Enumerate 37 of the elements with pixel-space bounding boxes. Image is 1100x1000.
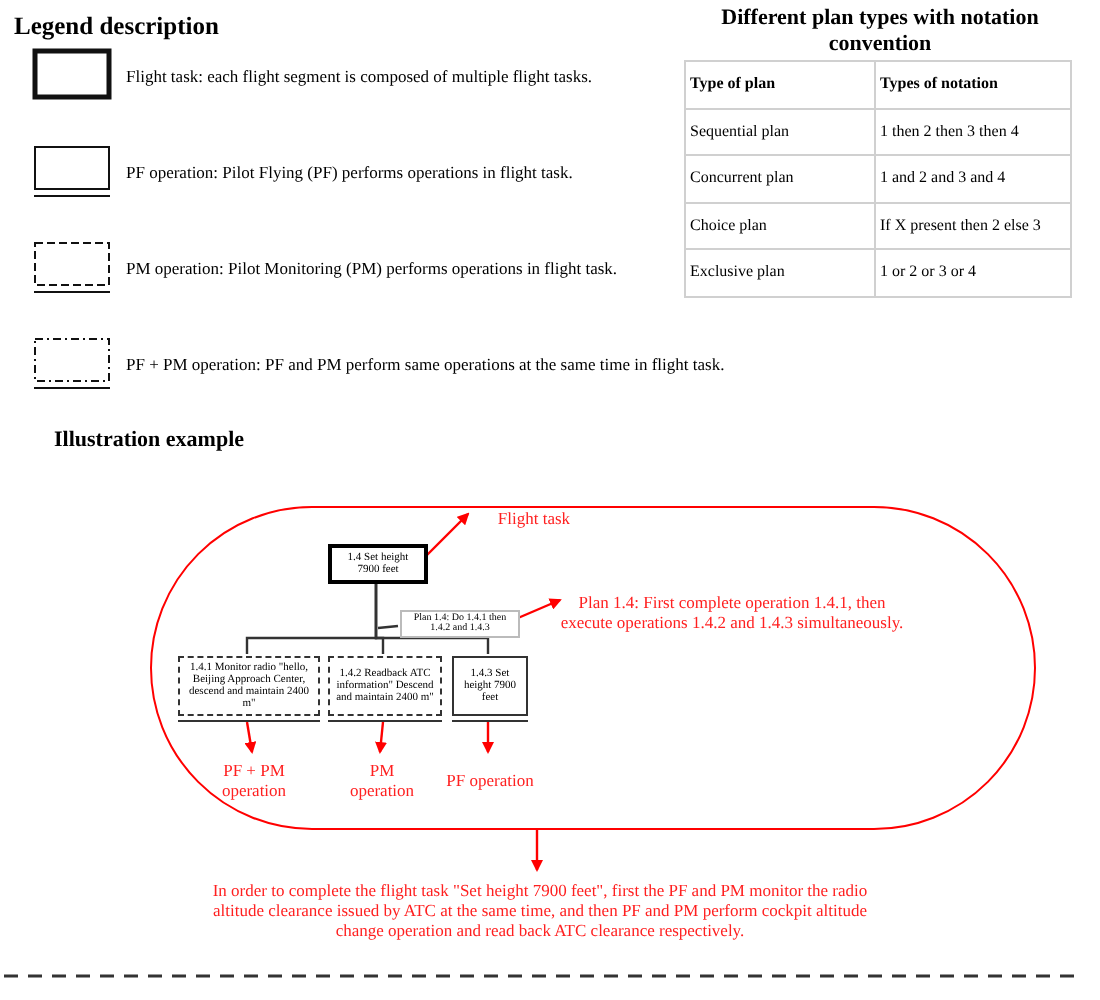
header-cell: Types of notation [875,61,1071,108]
annotation-text: PF operation [446,769,534,791]
table-cell: Sequential plan [685,108,875,155]
arrow [482,722,494,754]
operation-box [178,656,320,722]
table-cell: If X present then 2 else 3 [875,202,1071,249]
operation-box [452,656,528,722]
annotation-text: Flight task [497,507,571,529]
table-cell: Choice plan [685,202,875,249]
legend-text: PF + PM operation: PF and PM perform same operations at the same time in flight task. [126,351,725,377]
annotation-text: PF + PM operation [219,759,289,801]
header-cell: Type of plan [685,61,875,108]
annotation-text: PM operation [347,759,417,801]
connector-line [374,582,490,654]
arrow [244,721,257,754]
table-cell: Exclusive plan [685,249,875,296]
table-cell: 1 then 2 then 3 then 4 [875,108,1071,155]
arrow [425,512,470,557]
table-cell: 1 and 2 and 3 and 4 [875,155,1071,202]
rounded-region [150,506,1036,830]
annotation-text: Plan 1.4: First complete operation 1.4.1, then execute operations 1.4.2 and 1.4.3 simultaneously. [558,591,906,633]
plan-box [400,610,520,638]
annotation-text: In order to complete the flight task "Set height 7900 feet", first the PF and PM monitor the radio altitude clearance issued by ATC at the same time, and then PF and PM perform cockpit altitude change operation and read back ATC clearance respectively. [210,879,870,941]
arrow [375,721,387,754]
connector-line [377,624,399,630]
task-box [328,544,428,584]
operation-box [328,656,442,722]
table-cell: Concurrent plan [685,155,875,202]
legend-text: Flight task: each flight segment is composed of multiple flight tasks. [126,63,593,89]
section-heading: Illustration example [54,426,245,456]
arrow [517,598,562,620]
table-title: Different plan types with notation convention [719,6,1041,59]
legend-text: PF operation: Pilot Flying (PF) performs operations in flight task. [126,159,573,185]
legend-text: PM operation: Pilot Monitoring (PM) performs operations in flight task. [126,255,618,281]
table-cell: 1 or 2 or 3 or 4 [875,249,1071,296]
section-heading: Legend description [14,10,219,44]
arrow [531,830,543,872]
